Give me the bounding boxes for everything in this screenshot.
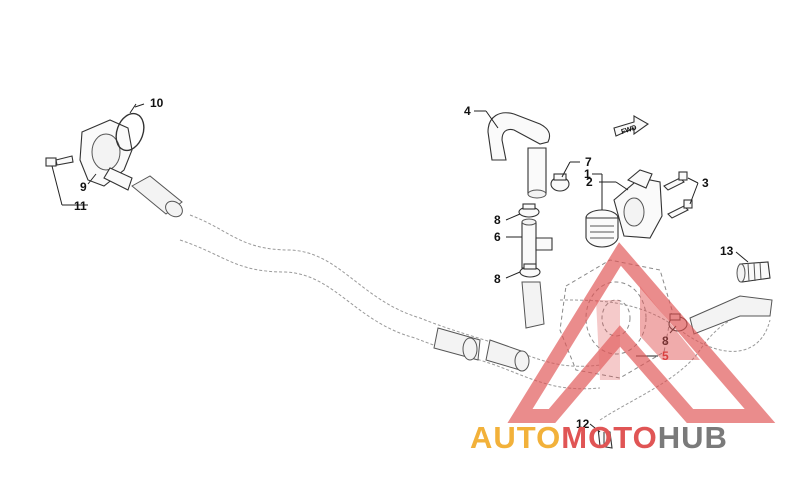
o-ring xyxy=(115,112,145,152)
callout-9: 9 xyxy=(80,180,87,194)
hose-clamp-7 xyxy=(550,173,570,192)
spring-sleeve xyxy=(736,261,771,283)
watermark-part-hub: HUB xyxy=(658,420,728,455)
thermostat xyxy=(585,209,619,248)
bracket-clip xyxy=(597,427,613,449)
callout-2: 2 xyxy=(586,175,593,189)
callout-1: 1 xyxy=(584,167,591,181)
thermostat-housing-left xyxy=(79,119,133,191)
right-lower-hose xyxy=(689,295,773,335)
callouts: 10 9 11 4 7 8 6 8 1 2 3 13 8 5 12 xyxy=(74,96,734,431)
forward-direction-arrow: FWD xyxy=(613,115,650,137)
callout-8-lower: 8 xyxy=(494,272,501,286)
watermark-logo xyxy=(507,242,776,423)
callout-11: 11 xyxy=(74,199,87,213)
callout-13: 13 xyxy=(720,244,734,258)
callout-4: 4 xyxy=(464,104,471,118)
callout-10: 10 xyxy=(150,96,164,110)
watermark-text: AUTOMOTOHUB xyxy=(470,420,728,455)
upper-bent-hose xyxy=(487,112,551,199)
hose-clamp-upper xyxy=(518,203,540,218)
watermark-part-moto: MOTO xyxy=(561,420,657,455)
callout-5: 5 xyxy=(662,349,669,363)
hose-connector-mid xyxy=(433,327,530,372)
callout-12: 12 xyxy=(576,417,590,431)
callout-6: 6 xyxy=(494,230,501,244)
leader-lines xyxy=(51,103,749,433)
cover-bolts xyxy=(663,171,693,219)
callout-3: 3 xyxy=(702,176,709,190)
thermostat-cover xyxy=(613,169,663,239)
bolt-left xyxy=(45,155,74,167)
callout-8-right: 8 xyxy=(662,334,669,348)
callout-8-upper: 8 xyxy=(494,213,501,227)
lower-short-hose xyxy=(521,281,545,329)
callout-7: 7 xyxy=(585,155,592,169)
hose-segment-left xyxy=(131,175,183,218)
svg-text:AUTOMOTOHUB: AUTOMOTOHUB xyxy=(470,420,728,455)
tee-fitting xyxy=(521,218,553,269)
forward-label: FWD xyxy=(620,124,637,136)
watermark-part-auto: AUTO xyxy=(470,420,561,455)
